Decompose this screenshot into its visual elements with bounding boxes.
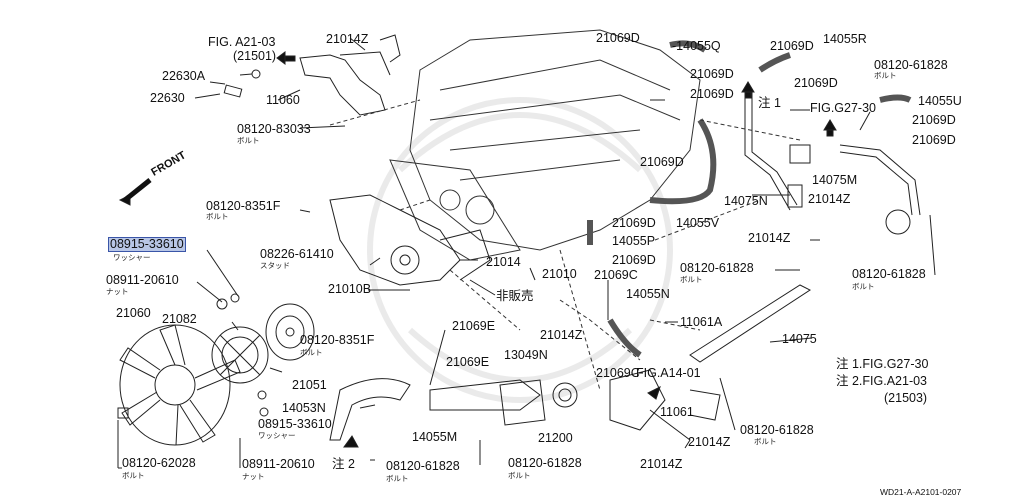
part-13049n[interactable]: 13049N <box>504 348 548 362</box>
jp-stud: スタッド <box>260 261 290 270</box>
note-2: 注 2.FIG.A21-03 <box>836 374 928 388</box>
pulley-drawing <box>265 303 315 361</box>
jp-bolt: ボルト <box>122 471 145 480</box>
part-21014z-e[interactable]: 21014Z <box>640 457 683 471</box>
jp-nut: ナット <box>106 287 129 296</box>
jp-bolt: ボルト <box>386 474 409 483</box>
part-08120-62028[interactable]: 08120-62028 <box>122 456 196 470</box>
part-14055r[interactable]: 14055R <box>823 32 867 46</box>
part-14053n[interactable]: 14053N <box>282 401 326 415</box>
callout-lines <box>117 37 936 469</box>
part-21014z-d[interactable]: 21014Z <box>688 435 731 449</box>
part-14055v[interactable]: 14055V <box>676 216 720 230</box>
drawing-code: WD21-A-A2101-0207 <box>880 487 962 497</box>
part-21069e-b[interactable]: 21069E <box>446 355 490 369</box>
part-21014z-top[interactable]: 21014Z <box>326 32 369 46</box>
jp-bolt: ボルト <box>754 437 777 446</box>
part-14055q[interactable]: -14055Q <box>672 39 721 53</box>
part-21069e-a[interactable]: 21069E <box>452 319 496 333</box>
part-21200[interactable]: 21200 <box>538 431 573 445</box>
part-11061a[interactable]: 11061A <box>680 315 723 329</box>
part-21069d-7[interactable]: 21069D <box>912 113 956 127</box>
part-08911-20610-a[interactable]: 08911-20610 <box>106 273 179 287</box>
ref-fig-g2730[interactable]: FIG.G27-30 <box>810 101 876 115</box>
part-21069d-1[interactable]: 21069D <box>596 31 640 45</box>
leader-lines <box>329 99 801 391</box>
note-1: 注 1.FIG.G27-30 <box>836 357 929 371</box>
part-21069d-3[interactable]: 21069D <box>690 67 734 81</box>
part-21069c-a[interactable]: 21069C <box>594 268 638 282</box>
part-21051[interactable]: 21051 <box>292 378 327 392</box>
heater-pipes-drawing <box>689 90 921 363</box>
part-21069d-5[interactable]: 21069D <box>690 87 734 101</box>
part-21010b[interactable]: 21010B <box>328 282 372 296</box>
heater-hoses-drawing <box>587 40 912 358</box>
part-21014[interactable]: 21014 <box>486 255 521 269</box>
part-08120-8351f-b[interactable]: 08120-8351F <box>300 333 375 347</box>
part-08120-61828-tr[interactable]: 08120-61828 <box>874 58 948 72</box>
part-21060[interactable]: 21060 <box>116 306 151 320</box>
watermark-emblem <box>367 97 673 403</box>
part-21069d-2[interactable]: 21069D <box>770 39 814 53</box>
part-11061[interactable]: 11061 <box>660 405 694 419</box>
part-11060[interactable]: 11060 <box>266 93 300 107</box>
jp-bolt: ボルト <box>852 282 875 291</box>
part-21010[interactable]: 21010 <box>542 267 577 281</box>
jp-bolt: ボルト <box>237 136 260 145</box>
part-08911-20610-b[interactable]: 08911-20610 <box>242 457 315 471</box>
part-14055m[interactable]: 14055M <box>412 430 458 444</box>
part-08120-61828-a[interactable]: 08120-61828 <box>386 459 460 473</box>
part-21014z-f[interactable]: 21014Z <box>748 231 791 245</box>
fan-clutch-drawing <box>211 326 269 384</box>
jp-bolt: ボルト <box>680 275 703 284</box>
jp-bolt: ボルト <box>874 71 897 80</box>
jp-nut: ナット <box>242 472 265 481</box>
part-21069d-11[interactable]: 21069D <box>612 253 656 267</box>
part-14075n[interactable]: 14075N <box>724 194 768 208</box>
water-inlet-drawing <box>329 369 721 449</box>
fan-drawing <box>119 324 241 446</box>
part-14075m[interactable]: 14075M <box>812 173 858 187</box>
note-2-ref: 注 2 <box>332 457 355 471</box>
part-08120-61828-d[interactable]: 08120-61828 <box>680 261 754 275</box>
part-21069d-8[interactable]: 21069D <box>912 133 956 147</box>
jp-bolt: ボルト <box>300 348 323 357</box>
part-08120-61828-b[interactable]: 08120-61828 <box>508 456 582 470</box>
part-14075[interactable]: 14075 <box>782 332 817 346</box>
part-14055n[interactable]: 14055N <box>626 287 670 301</box>
part-21069c-b[interactable]: 21069C <box>596 366 640 380</box>
part-08915-33610-b[interactable]: 08915-33610 <box>258 417 332 431</box>
part-21082[interactable]: 21082 <box>162 312 197 326</box>
part-08915-33610-selected[interactable]: 08915-33610 <box>108 237 186 252</box>
part-14055u[interactable]: 14055U <box>918 94 962 108</box>
jp-washer: ワッシャー <box>258 431 296 440</box>
part-22630[interactable]: 22630 <box>150 91 185 105</box>
ref-21501[interactable]: (21501) <box>233 49 277 63</box>
part-08226-61410[interactable]: 08226-61410 <box>260 247 334 261</box>
part-08120-83033[interactable]: 08120-83033 <box>237 122 311 136</box>
ref-fig-a2103[interactable]: FIG. A21-03 <box>208 35 276 49</box>
part-08120-61828-e[interactable]: 08120-61828 <box>852 267 926 281</box>
part-22630a[interactable]: 22630A <box>162 69 206 83</box>
part-21014z-c[interactable]: 21014Z <box>540 328 583 342</box>
note-1-ref: 注 1 <box>758 96 781 110</box>
part-08120-61828-c[interactable]: 08120-61828 <box>740 423 814 437</box>
part-21014z-mid[interactable]: 21014Z <box>808 192 851 206</box>
part-08120-8351f-a[interactable]: 08120-8351F <box>206 199 281 213</box>
jp-bolt: ボルト <box>508 471 531 480</box>
ref-fig-a1401[interactable]: FIG.A14-01 <box>636 366 701 380</box>
part-21069d-4[interactable]: 21069D <box>794 76 838 90</box>
part-14055p[interactable]: 14055P <box>612 234 656 248</box>
label-not-sold: 非販売 <box>496 289 534 303</box>
part-21069d-10[interactable]: 21069D <box>612 216 656 230</box>
jp-bolt: ボルト <box>206 212 229 221</box>
jp-washer: ワッシャー <box>113 253 151 262</box>
part-21069d-6[interactable]: 21069D <box>640 155 684 169</box>
note-2-ref-code: (21503) <box>884 391 928 405</box>
